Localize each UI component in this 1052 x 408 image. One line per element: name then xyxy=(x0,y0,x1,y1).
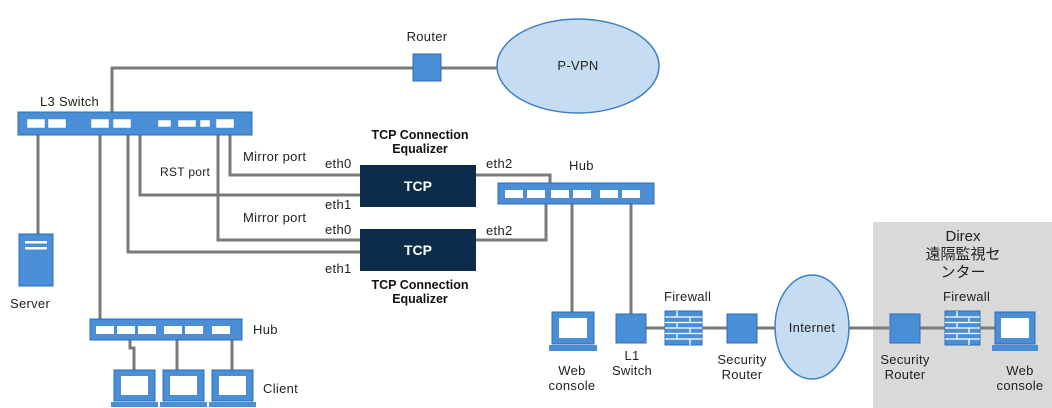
eth0-label-1: eth0 xyxy=(325,156,352,171)
web-console-left-line1: Web xyxy=(558,363,586,378)
hub-right-icon xyxy=(497,182,655,205)
security-router-right-label: Security Router xyxy=(880,352,929,382)
connection-lines xyxy=(36,66,995,370)
internet-cloud xyxy=(774,274,850,380)
direx-title-line1: Direx xyxy=(945,228,981,245)
link-mirror-eq2 xyxy=(216,134,360,242)
security-router-left-label: Security Router xyxy=(717,352,766,382)
web-console-left-line2: console xyxy=(548,378,596,393)
client-computer-icon-1 xyxy=(111,369,158,407)
direx-title: Direx 遠隔監視センター xyxy=(919,228,1008,282)
link-rst-eq1 xyxy=(138,134,360,197)
security-router-left-icon xyxy=(726,313,758,344)
security-router-right-icon xyxy=(889,313,921,344)
eq-title-bottom: TCP Connection Equalizer xyxy=(372,278,469,306)
eth2-label-2: eth2 xyxy=(486,223,513,238)
security-router-left-line1: Security xyxy=(717,352,767,367)
eq-title-bottom-line1: TCP Connection xyxy=(371,278,469,292)
l3-switch-label: L3 Switch xyxy=(40,94,100,109)
web-console-right-line2: console xyxy=(996,378,1044,393)
eth0-label-2: eth0 xyxy=(325,222,352,237)
eq-title-top-line1: TCP Connection xyxy=(371,128,469,142)
firewall-left-label: Firewall xyxy=(664,289,712,304)
security-router-left-line2: Router xyxy=(721,367,763,382)
web-console-left-label: Web console xyxy=(549,363,596,393)
tcp-equalizer-box-1: TCP xyxy=(360,165,476,207)
firewall-right-icon xyxy=(944,310,981,346)
link-rst-eq2 xyxy=(126,134,360,254)
web-console-right-label: Web console xyxy=(997,363,1044,393)
mirror-port-label-2: Mirror port xyxy=(243,210,307,225)
web-console-right-icon xyxy=(992,311,1038,351)
client-computer-icon-3 xyxy=(209,369,256,407)
mirror-port-label-1: Mirror port xyxy=(243,149,307,164)
l1-switch-label: L1 Switch xyxy=(612,348,652,378)
pvpn-label: P-VPN xyxy=(557,58,599,73)
security-router-right-line1: Security xyxy=(880,352,930,367)
eth2-label-1: eth2 xyxy=(486,156,513,171)
server-label: Server xyxy=(10,296,51,311)
eth1-label-1: eth1 xyxy=(325,197,352,212)
direx-title-line2: 遠隔監視センター xyxy=(925,246,1001,281)
l3-switch-icon xyxy=(17,111,253,136)
eth1-label-2: eth1 xyxy=(325,261,352,276)
hub-left-icon xyxy=(89,318,243,341)
server-icon xyxy=(18,233,54,287)
firewall-left-icon xyxy=(664,310,703,346)
eq-title-top: TCP Connection Equalizer xyxy=(372,128,469,156)
web-console-right-line1: Web xyxy=(1006,363,1034,378)
pvpn-cloud xyxy=(496,18,660,114)
router-icon xyxy=(412,53,442,82)
firewall-right-label: Firewall xyxy=(943,289,991,304)
security-router-right-line2: Router xyxy=(884,367,926,382)
link-l3switch-router xyxy=(110,66,413,122)
l1-switch-line2: Switch xyxy=(611,363,653,378)
l1-switch-icon xyxy=(615,313,647,344)
internet-label: Internet xyxy=(788,320,836,335)
hub-right-label: Hub xyxy=(569,158,594,173)
hub-left-label: Hub xyxy=(253,322,278,337)
eq-title-top-line2: Equalizer xyxy=(392,142,448,156)
l1-switch-line1: L1 xyxy=(624,348,640,363)
router-label: Router xyxy=(406,29,448,44)
client-label: Client xyxy=(263,381,299,396)
web-console-left-icon xyxy=(549,311,597,351)
link-mirror-eq1 xyxy=(228,134,360,177)
eq-title-bottom-line2: Equalizer xyxy=(392,292,448,306)
link-eq2-eth2-hub xyxy=(476,203,548,242)
rst-port-label: RST port xyxy=(160,165,211,179)
tcp-equalizer-box-2: TCP xyxy=(360,229,476,271)
client-computer-icon-2 xyxy=(160,369,207,407)
